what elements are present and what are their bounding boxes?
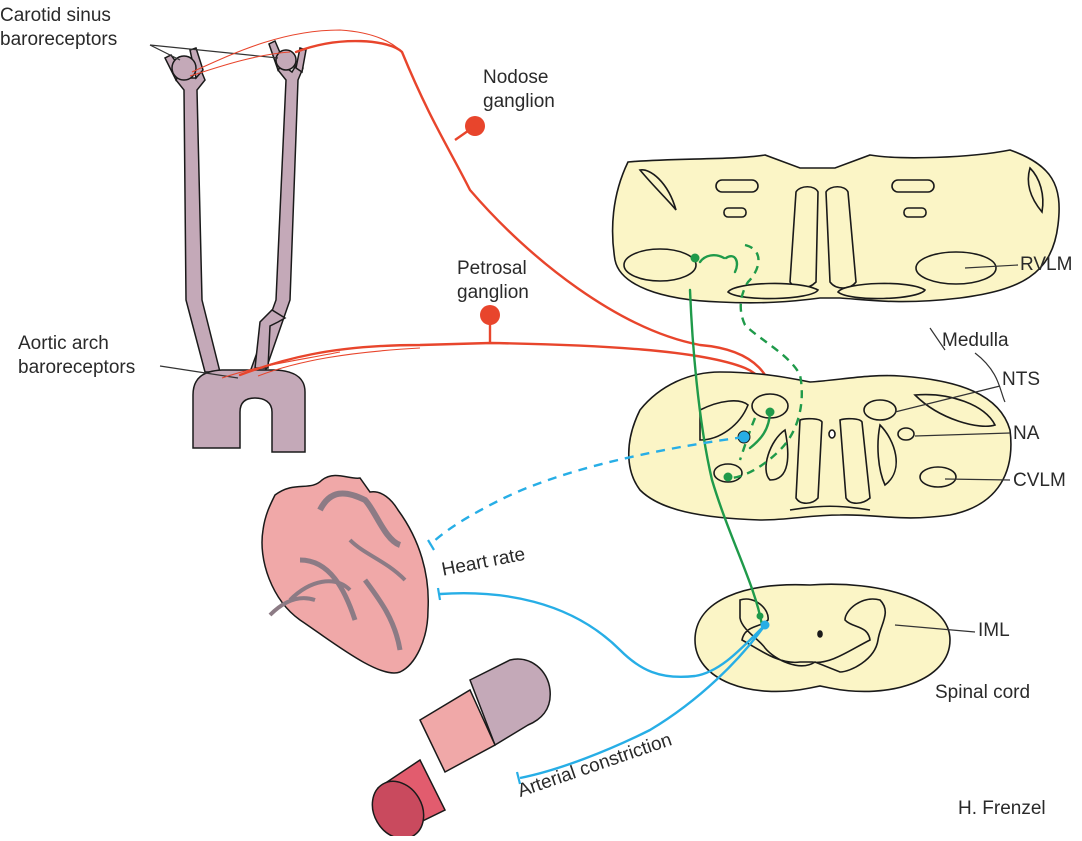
rostral-medulla-section <box>613 150 1060 303</box>
na-right-nucleus <box>898 428 914 440</box>
aortic-arch-and-carotids <box>165 41 306 452</box>
heart-terminal-2 <box>438 588 440 600</box>
aortic-arch <box>193 370 305 452</box>
nts-right-nucleus <box>864 400 896 420</box>
aortic-label-line1: Aortic arch <box>18 332 135 356</box>
central-canal <box>829 430 835 438</box>
right-carotid-artery <box>250 62 303 372</box>
rvlm-label: RVLM <box>1020 254 1072 276</box>
iml-label: IML <box>978 620 1010 642</box>
artery-segment <box>362 659 550 836</box>
cvlm-right-nucleus <box>920 467 956 487</box>
petrosal-ganglion-label: Petrosal ganglion <box>457 257 529 305</box>
heart-outline <box>262 475 428 673</box>
nodose-ganglion-label: Nodose ganglion <box>483 66 555 114</box>
caudal-medulla-section <box>629 372 1011 520</box>
nodose-label-line1: Nodose <box>483 66 555 90</box>
iml-neuron-dot <box>761 621 770 630</box>
nodose-label-line2: ganglion <box>483 90 555 114</box>
iml-green-terminal <box>757 613 764 620</box>
cvlm-neuron-dot <box>724 473 733 482</box>
afferent-thin-fibres <box>190 30 420 378</box>
medulla-label: Medulla <box>942 330 1009 352</box>
aortic-label-line2: baroreceptors <box>18 356 135 380</box>
cvlm-label: CVLM <box>1013 470 1066 492</box>
spinal-cord-section <box>695 584 950 691</box>
aortic-arch-label: Aortic arch baroreceptors <box>18 332 135 380</box>
left-carotid-sinus-bulb <box>172 56 196 80</box>
carotid-sinus-label: Carotid sinus baroreceptors <box>0 4 117 52</box>
left-carotid-artery <box>176 68 220 372</box>
rvlm-left-nucleus <box>624 249 696 281</box>
na-label: NA <box>1013 423 1039 445</box>
heart-terminal-1 <box>428 540 434 550</box>
heart <box>262 475 428 673</box>
carotid-sinus-label-line1: Carotid sinus <box>0 4 117 28</box>
petrosal-label-line1: Petrosal <box>457 257 529 281</box>
credit-label: H. Frenzel <box>958 798 1046 820</box>
spinal-cord-outline <box>695 584 950 691</box>
nts-label: NTS <box>1002 369 1040 391</box>
nts-neuron-dot <box>766 408 775 417</box>
rvlm-right-nucleus <box>916 252 996 284</box>
rvlm-neuron-dot <box>691 254 700 263</box>
petrosal-label-line2: ganglion <box>457 281 529 305</box>
spinal-cord-label: Spinal cord <box>935 682 1030 704</box>
carotid-sinus-label-line2: baroreceptors <box>0 28 117 52</box>
